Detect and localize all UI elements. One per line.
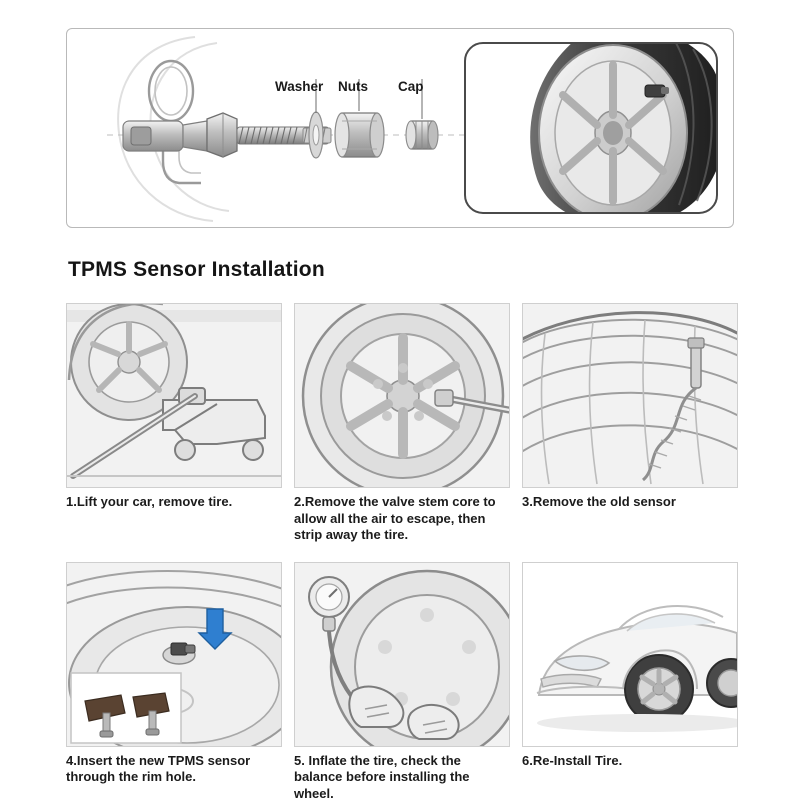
step-1: 1.Lift your car, remove tire. [66, 303, 282, 544]
step-2-caption: 2.Remove the valve stem core to allow al… [294, 494, 510, 544]
step-6-caption: 6.Re-Install Tire. [522, 753, 738, 770]
step-3-image [522, 303, 738, 488]
step-5: 5. Inflate the tire, check the balance b… [294, 562, 510, 802]
step-4: C5 [66, 562, 282, 802]
nut-part [335, 113, 384, 157]
step-1-caption: 1.Lift your car, remove tire. [66, 494, 282, 511]
steps-row-1: 1.Lift your car, remove tire. [66, 303, 738, 544]
step-6: 6.Re-Install Tire. [522, 562, 738, 802]
step-4-image: C5 [66, 562, 282, 747]
exploded-view-illustration: Washer Nuts Cap [67, 29, 733, 227]
step-6-image [522, 562, 738, 747]
cap-part [406, 121, 438, 149]
step-2: 2.Remove the valve stem core to allow al… [294, 303, 510, 544]
label-washer: Washer [275, 79, 323, 94]
exploded-view-svg [67, 29, 733, 227]
step-4-caption: 4.Insert the new TPMS sensor through the… [66, 753, 282, 786]
steps-grid: 1.Lift your car, remove tire. [66, 303, 738, 802]
step-1-image [66, 303, 282, 488]
step-3-caption: 3.Remove the old sensor [522, 494, 738, 511]
step-3: 3.Remove the old sensor [522, 303, 738, 544]
page-title: TPMS Sensor Installation [68, 258, 325, 282]
step-2-image [294, 303, 510, 488]
step-5-caption: 5. Inflate the tire, check the balance b… [294, 753, 510, 802]
washer-part [309, 112, 323, 158]
steps-row-2: C5 [66, 562, 738, 802]
label-nuts: Nuts [338, 79, 368, 94]
step-5-image [294, 562, 510, 747]
label-cap: Cap [398, 79, 424, 94]
exploded-view-panel: Washer Nuts Cap [66, 28, 734, 228]
